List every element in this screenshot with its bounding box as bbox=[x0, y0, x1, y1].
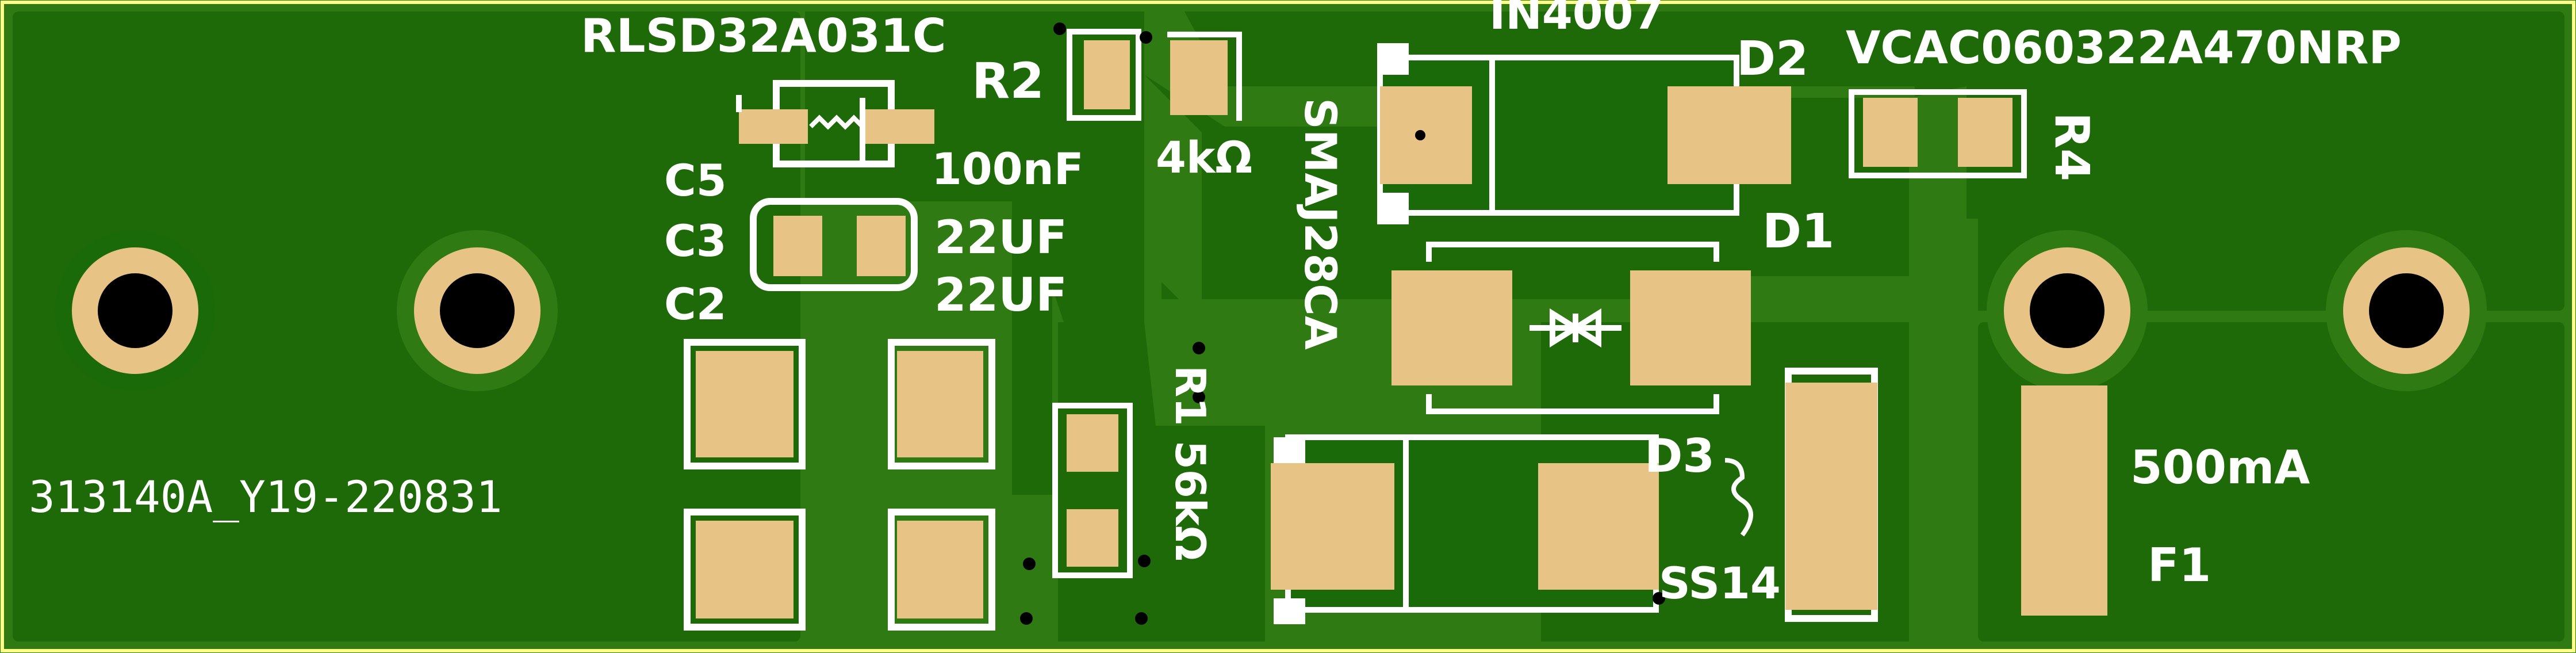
board-id-label: 313140A_Y19-220831 bbox=[29, 471, 503, 522]
r2-label: R2 bbox=[972, 52, 1044, 110]
c3-value: 22UF bbox=[934, 211, 1067, 264]
r4-label: R4 bbox=[2044, 112, 2099, 181]
cap-left-top bbox=[684, 339, 806, 469]
c5-value: 100nF bbox=[931, 143, 1084, 194]
d2-footprint bbox=[1377, 43, 1791, 224]
r4-footprint bbox=[1849, 89, 2027, 178]
d3-footprint bbox=[1271, 434, 1753, 624]
u-part-label: RLSD32A031C bbox=[581, 9, 946, 63]
r1-footprint bbox=[1052, 403, 1133, 578]
f1-label: F1 bbox=[2148, 539, 2211, 592]
c3-footprint bbox=[750, 198, 918, 291]
fuse-left-footprint bbox=[1785, 368, 1878, 622]
f1-footprint bbox=[2021, 385, 2107, 616]
u-component bbox=[736, 80, 934, 167]
r2-footprint bbox=[1067, 29, 1242, 121]
mount-hole-left-2 bbox=[397, 230, 558, 391]
d3-part-label: SS14 bbox=[1659, 557, 1781, 609]
d3-label: D3 bbox=[1644, 429, 1715, 483]
d1-label: D1 bbox=[1762, 204, 1834, 259]
c2-label: C2 bbox=[664, 278, 727, 330]
cap-right-bottom bbox=[888, 509, 995, 631]
c3-label: C3 bbox=[664, 215, 727, 266]
c2-value: 22UF bbox=[934, 268, 1067, 322]
tvs-part-label: SMAJ28CA bbox=[1295, 98, 1346, 350]
cap-left-bottom bbox=[684, 509, 806, 631]
vias bbox=[1020, 22, 1665, 625]
c5-label: C5 bbox=[664, 155, 727, 206]
mount-hole-right-2 bbox=[2326, 230, 2487, 391]
cap-right-top bbox=[888, 339, 995, 469]
r2-value: 4kΩ bbox=[1156, 132, 1252, 183]
mount-hole-right-1 bbox=[1987, 230, 2148, 391]
r1-label-value: R1 56kΩ bbox=[1166, 365, 1214, 561]
mount-hole-left-1 bbox=[55, 230, 216, 391]
f1-value: 500mA bbox=[2130, 441, 2310, 494]
d2-part-label: IN4007 bbox=[1489, 0, 1663, 39]
r4-part-label: VCAC060322A470NRP bbox=[1846, 22, 2402, 74]
d1-footprint bbox=[1392, 242, 1751, 414]
d2-label: D2 bbox=[1736, 32, 1808, 86]
